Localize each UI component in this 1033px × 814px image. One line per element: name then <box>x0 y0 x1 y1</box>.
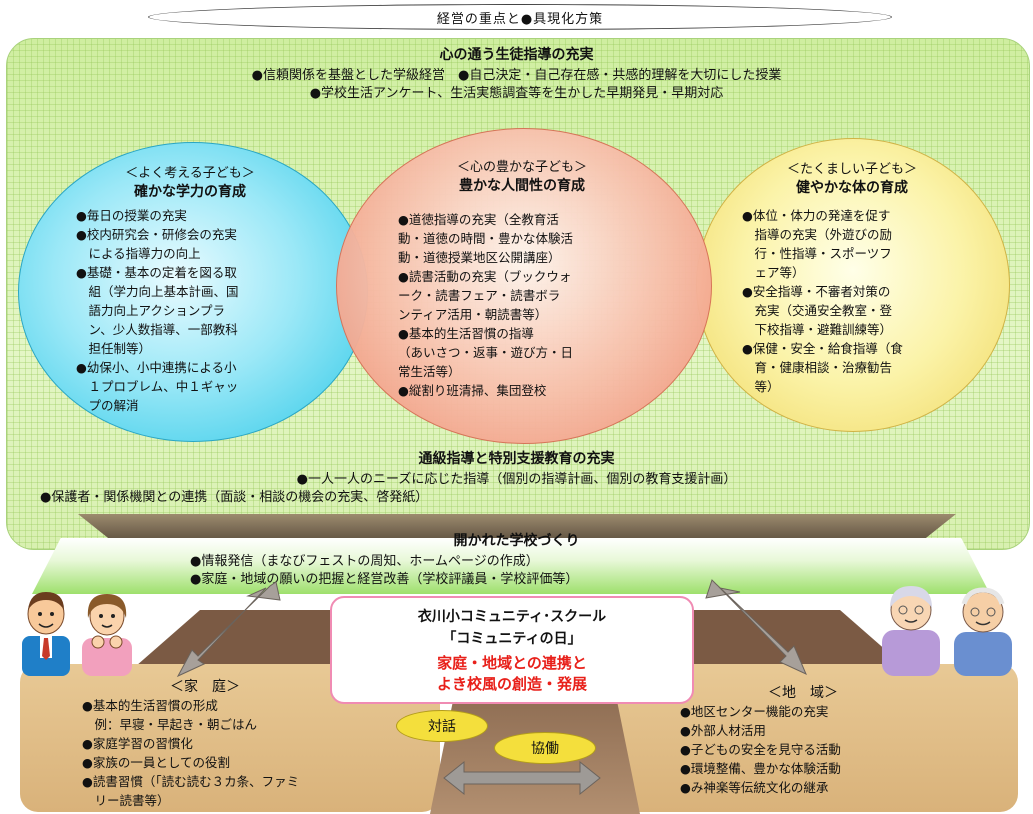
list-item: 担任制等） <box>76 341 152 356</box>
parents-illustration <box>22 592 132 676</box>
circle-humanity <box>336 128 712 444</box>
top-line-2: ●学校生活アンケート、生活実態調査等を生かした早期発見・早期対応 <box>309 86 724 101</box>
cooperation-label: 協働 <box>531 741 559 757</box>
arrow-left-diagonal-icon <box>176 581 281 678</box>
list-item: プの解消 <box>76 398 139 413</box>
dialogue-oval: 対話 <box>396 710 488 742</box>
open-school-platform <box>32 538 990 594</box>
list-item: ●基本的生活習慣の形成 <box>82 698 218 713</box>
dialogue-label: 対話 <box>428 719 456 735</box>
open-school-line-1: ●情報発信（まなびフェストの周知、ホームページの作成） <box>190 554 539 569</box>
list-item: ●縦割り班清掃、集団登校 <box>398 383 547 398</box>
list-item: ●子どもの安全を見守る活動 <box>680 742 841 757</box>
grandparents-illustration <box>882 586 1012 676</box>
circle-health <box>696 138 1010 432</box>
circle-academic-title: 確かな学力の育成 <box>134 184 246 200</box>
list-item: 語力向上アクションプラ <box>76 303 226 318</box>
list-item: ン、少人数指導、一部教科 <box>76 322 238 337</box>
cooperation-oval: 協働 <box>494 732 596 764</box>
grandmother-figure-icon <box>882 586 940 676</box>
top-heading: 心の通う生徒指導の充実 <box>439 47 594 63</box>
home-list: ●基本的生活習慣の形成 例：早寝・早起き・朝ごはん ●家庭学習の習慣化 ●家族の… <box>82 696 422 810</box>
list-item: ●毎日の授業の充実 <box>76 208 187 223</box>
list-item: ●道徳指導の充実（全教育活 <box>398 212 559 227</box>
circle-academic-content: ＜よく考える子ども＞ 確かな学力の育成 <box>40 162 340 201</box>
arrow-right-diagonal-icon <box>705 579 807 675</box>
circle-humanity-title: 豊かな人間性の育成 <box>459 178 585 194</box>
circle-health-subtitle: ＜たくましい子ども＞ <box>786 162 917 177</box>
list-item: ●家庭学習の習慣化 <box>82 736 193 751</box>
list-item: 動・道徳授業地区公開講座） <box>398 250 561 265</box>
list-item: （あいさつ・返事・遊び方・日 <box>398 345 574 360</box>
list-item: ●幼保小、小中連携による小 <box>76 360 237 375</box>
list-item: による指導力の向上 <box>76 246 201 261</box>
list-item: リー読書等） <box>82 793 170 808</box>
list-item: １プロブレム、中１ギャッ <box>76 379 239 394</box>
circle-health-list: ●体位・体力の発達を促す 指導の充実（外遊びの励 行・性指導・スポーツフ ェア等… <box>742 206 1002 396</box>
arrow-horizontal-icon <box>443 760 601 796</box>
special-line-1: ●一人一人のニーズに応じた指導（個別の指導計画、個別の教育支援計画） <box>296 472 737 487</box>
list-item: 常生活等） <box>398 364 461 379</box>
top-line-1: ●信頼関係を基盤とした学級経営 ●自己決定・自己存在感・共感的理解を大切にした授… <box>251 68 782 83</box>
circle-humanity-list: ●道徳指導の充実（全教育活 動・道徳の時間・豊かな体験活 動・道徳授業地区公開講… <box>398 210 688 400</box>
list-item: ●み神楽等伝統文化の継承 <box>680 780 829 795</box>
community-slogan-1: 家庭・地域との連携と <box>437 654 587 672</box>
circle-academic-list: ●毎日の授業の充実 ●校内研究会・研修会の充実 による指導力の向上 ●基礎・基本… <box>76 206 346 415</box>
list-item: 例：早寝・早起き・朝ごはん <box>82 717 258 732</box>
home-heading: ＜家 庭＞ <box>170 679 240 695</box>
list-item: ●校内研究会・研修会の充実 <box>76 227 237 242</box>
area-list: ●地区センター機能の充実 ●外部人材活用 ●子どもの安全を見守る活動 ●環境整備… <box>680 702 1000 797</box>
father-figure-icon <box>22 592 70 676</box>
community-school-name: 衣川小コミュニティ･スクール <box>417 609 607 625</box>
open-school-heading: 開かれた学校づくり <box>453 533 580 549</box>
list-item: ●地区センター機能の充実 <box>680 704 829 719</box>
circle-humanity-subtitle: ＜心の豊かな子ども＞ <box>456 160 587 175</box>
list-item: 動・道徳の時間・豊かな体験活 <box>398 231 574 246</box>
circle-humanity-content: ＜心の豊かな子ども＞ 豊かな人間性の育成 <box>372 156 672 195</box>
community-day: 「コミュニティの日」 <box>442 631 582 647</box>
list-item: ェア等） <box>742 265 805 280</box>
circle-academic-subtitle: ＜よく考える子ども＞ <box>125 166 255 181</box>
list-item: ●家族の一員としての役割 <box>82 755 231 770</box>
diagram-title: 経営の重点と●具現化方策 <box>148 4 892 30</box>
list-item: ●保健・安全・給食指導（食 <box>742 341 903 356</box>
area-heading: ＜地 域＞ <box>768 685 838 701</box>
grandfather-figure-icon <box>954 587 1012 676</box>
mother-figure-icon <box>82 594 132 676</box>
circle-health-content: ＜たくましい子ども＞ 健やかな体の育成 <box>712 158 992 197</box>
list-item: 下校指導・避難訓練等） <box>742 322 893 337</box>
open-school-line-2: ●家庭・地域の願いの把握と経営改善（学校評議員・学校評価等） <box>190 572 579 587</box>
circle-health-title: 健やかな体の育成 <box>796 180 908 196</box>
community-school-box: 衣川小コミュニティ･スクール 「コミュニティの日」 家庭・地域との連携と よき校… <box>330 596 694 704</box>
list-item: ●読書活動の充実（ブックウォ <box>398 269 572 284</box>
list-item: 指導の充実（外遊びの励 <box>742 227 893 242</box>
list-item: ●環境整備、豊かな体験活動 <box>680 761 841 776</box>
special-line-2: ●保護者・関係機関との連携（面談・相談の機会の充実、啓発紙） <box>40 490 429 505</box>
list-item: 育・健康相談・治療勧告 <box>742 360 893 375</box>
platform-edge <box>78 514 956 542</box>
community-slogan-2: よき校風の創造・発展 <box>436 675 587 693</box>
list-item: 組（学力向上基本計画、国 <box>76 284 239 299</box>
diagram-title-text: 経営の重点と●具現化方策 <box>436 11 604 27</box>
list-item: ーク・読書フェア・読書ボラ <box>398 288 561 303</box>
list-item: ●基礎・基本の定着を図る取 <box>76 265 237 280</box>
list-item: ●外部人材活用 <box>680 723 766 738</box>
list-item: ●体位・体力の発達を促す <box>742 208 891 223</box>
list-item: ●読書習慣（「読む読む３カ条、ファミ <box>82 774 300 789</box>
list-item: 等） <box>742 379 780 394</box>
list-item: 充実（交通安全教室・登 <box>742 303 893 318</box>
list-item: ●安全指導・不審者対策の <box>742 284 891 299</box>
list-item: ●基本的生活習慣の指導 <box>398 326 534 341</box>
list-item: ンティア活用・朝読書等） <box>398 307 548 322</box>
special-heading: 通級指導と特別支援教育の充実 <box>418 451 615 467</box>
list-item: 行・性指導・スポーツフ <box>742 246 892 261</box>
